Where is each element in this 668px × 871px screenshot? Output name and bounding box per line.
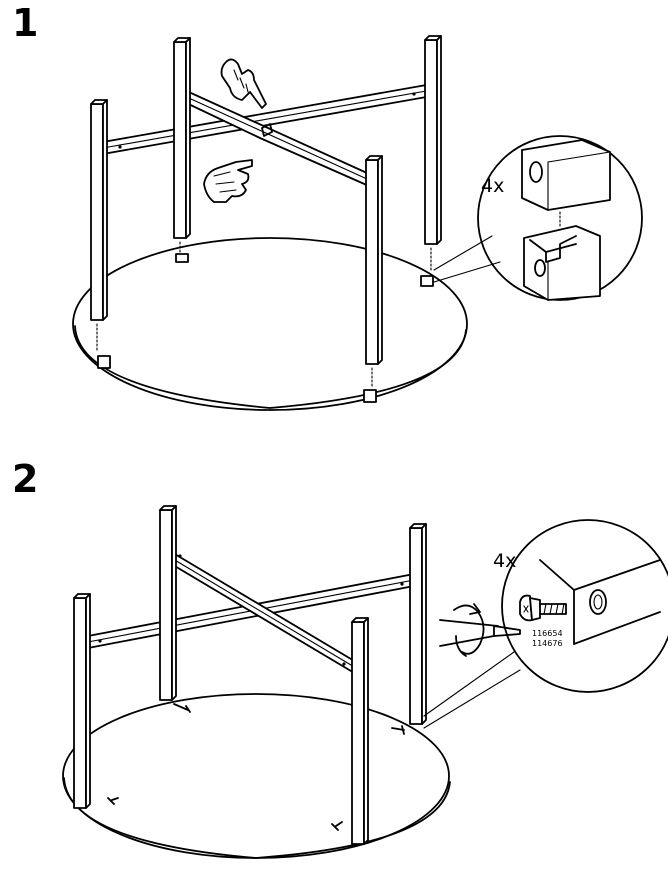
step-2: 2 bbox=[12, 457, 668, 859]
step-2-quantity: 4x bbox=[493, 550, 516, 572]
part-number-2: 114676 bbox=[532, 639, 563, 648]
legs-2 bbox=[73, 505, 427, 845]
leg2-front-left bbox=[73, 593, 91, 809]
detail-callout-2: 4x 116654 114676 bbox=[423, 519, 668, 729]
tabletop-2 bbox=[62, 693, 451, 859]
leg-front-left bbox=[90, 99, 111, 369]
hand-icon-upper bbox=[220, 58, 267, 109]
legs-1 bbox=[90, 35, 442, 403]
tabletop-1 bbox=[72, 237, 468, 411]
leg-back-left bbox=[173, 37, 191, 263]
hand-icon-lower bbox=[203, 159, 253, 203]
leg-back-right bbox=[420, 35, 442, 287]
screwdriver-icon bbox=[439, 603, 521, 657]
step-1-number: 1 bbox=[12, 1, 38, 45]
step-1: 1 bbox=[12, 1, 643, 411]
step-1-quantity: 4x bbox=[481, 175, 504, 197]
screw-detail bbox=[519, 594, 567, 622]
leg-front-right bbox=[363, 155, 383, 403]
leg2-front-right bbox=[351, 617, 369, 845]
leg2-back-left bbox=[159, 505, 177, 701]
leg2-back-right bbox=[409, 523, 427, 725]
detail-callout-1: 4x bbox=[433, 135, 643, 301]
step-2-number: 2 bbox=[12, 457, 38, 501]
screw-icons bbox=[107, 703, 405, 831]
part-number-1: 116654 bbox=[532, 629, 563, 638]
